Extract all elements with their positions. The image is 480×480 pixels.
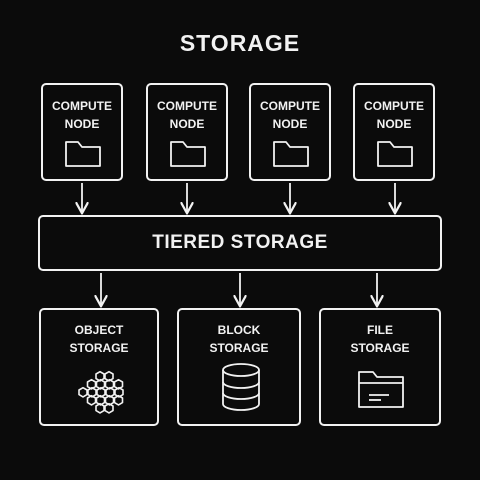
file-folder-icon (358, 371, 404, 408)
compute-node-4: COMPUTE NODE (353, 83, 435, 181)
folder-icon (273, 141, 309, 167)
compute-node-label: COMPUTE NODE (260, 99, 320, 131)
folder-icon (65, 141, 101, 167)
object-storage-box: OBJECT STORAGE (39, 308, 159, 426)
compute-node-3: COMPUTE NODE (249, 83, 331, 181)
folder-icon (377, 141, 413, 167)
file-storage-label: FILE STORAGE (350, 323, 410, 355)
compute-node-2: COMPUTE NODE (146, 83, 228, 181)
diagram-title: STORAGE (179, 30, 301, 56)
block-storage-box: BLOCK STORAGE (177, 308, 301, 426)
compute-node-label: COMPUTE NODE (364, 99, 424, 131)
compute-node-label: COMPUTE NODE (52, 99, 112, 131)
block-storage-label: BLOCK STORAGE (209, 323, 269, 355)
object-storage-label: OBJECT STORAGE (69, 323, 129, 355)
folder-icon (170, 141, 206, 167)
file-storage-box: FILE STORAGE (319, 308, 441, 426)
tiered-storage-label: TIERED STORAGE (152, 232, 328, 253)
hexagon-cluster-icon (78, 370, 124, 414)
tiered-storage-box: TIERED STORAGE (38, 215, 442, 271)
database-icon (222, 363, 260, 411)
compute-node-1: COMPUTE NODE (41, 83, 123, 181)
compute-node-label: COMPUTE NODE (157, 99, 217, 131)
